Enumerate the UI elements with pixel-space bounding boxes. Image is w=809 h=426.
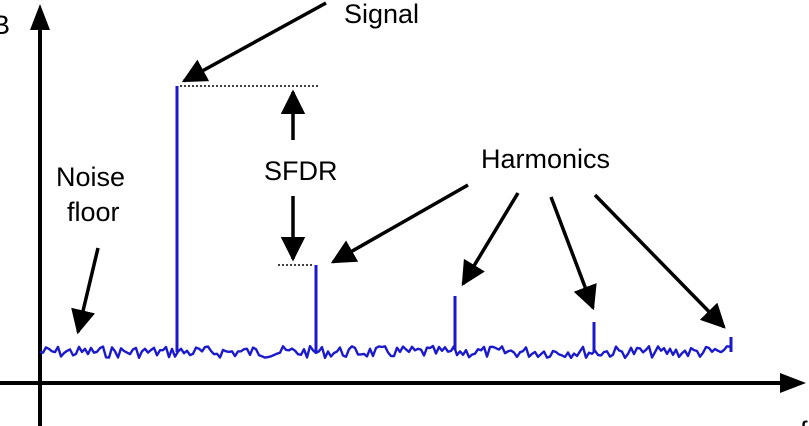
harmonic-arrow-1 — [330, 183, 469, 264]
y-axis-arrowhead — [30, 4, 50, 30]
y-axis-label: B — [0, 10, 10, 40]
signal-label: Signal — [344, 0, 419, 29]
sfdr-label: SFDR — [264, 156, 338, 186]
x-axis-arrowhead — [780, 373, 806, 393]
noise-floor-label-line2: floor — [67, 197, 120, 227]
x-axis-label: f — [800, 416, 808, 426]
harmonic-arrow-2 — [461, 192, 520, 287]
noise-floor-label-line1: Noise — [56, 162, 125, 192]
harmonic-arrow-3 — [549, 196, 597, 311]
harmonic-arrow-4 — [593, 193, 726, 329]
noise-floor-trace — [39, 344, 731, 360]
signal-arrow — [181, 1, 327, 83]
harmonics-label: Harmonics — [481, 144, 610, 174]
noise-floor-arrow — [71, 247, 100, 335]
